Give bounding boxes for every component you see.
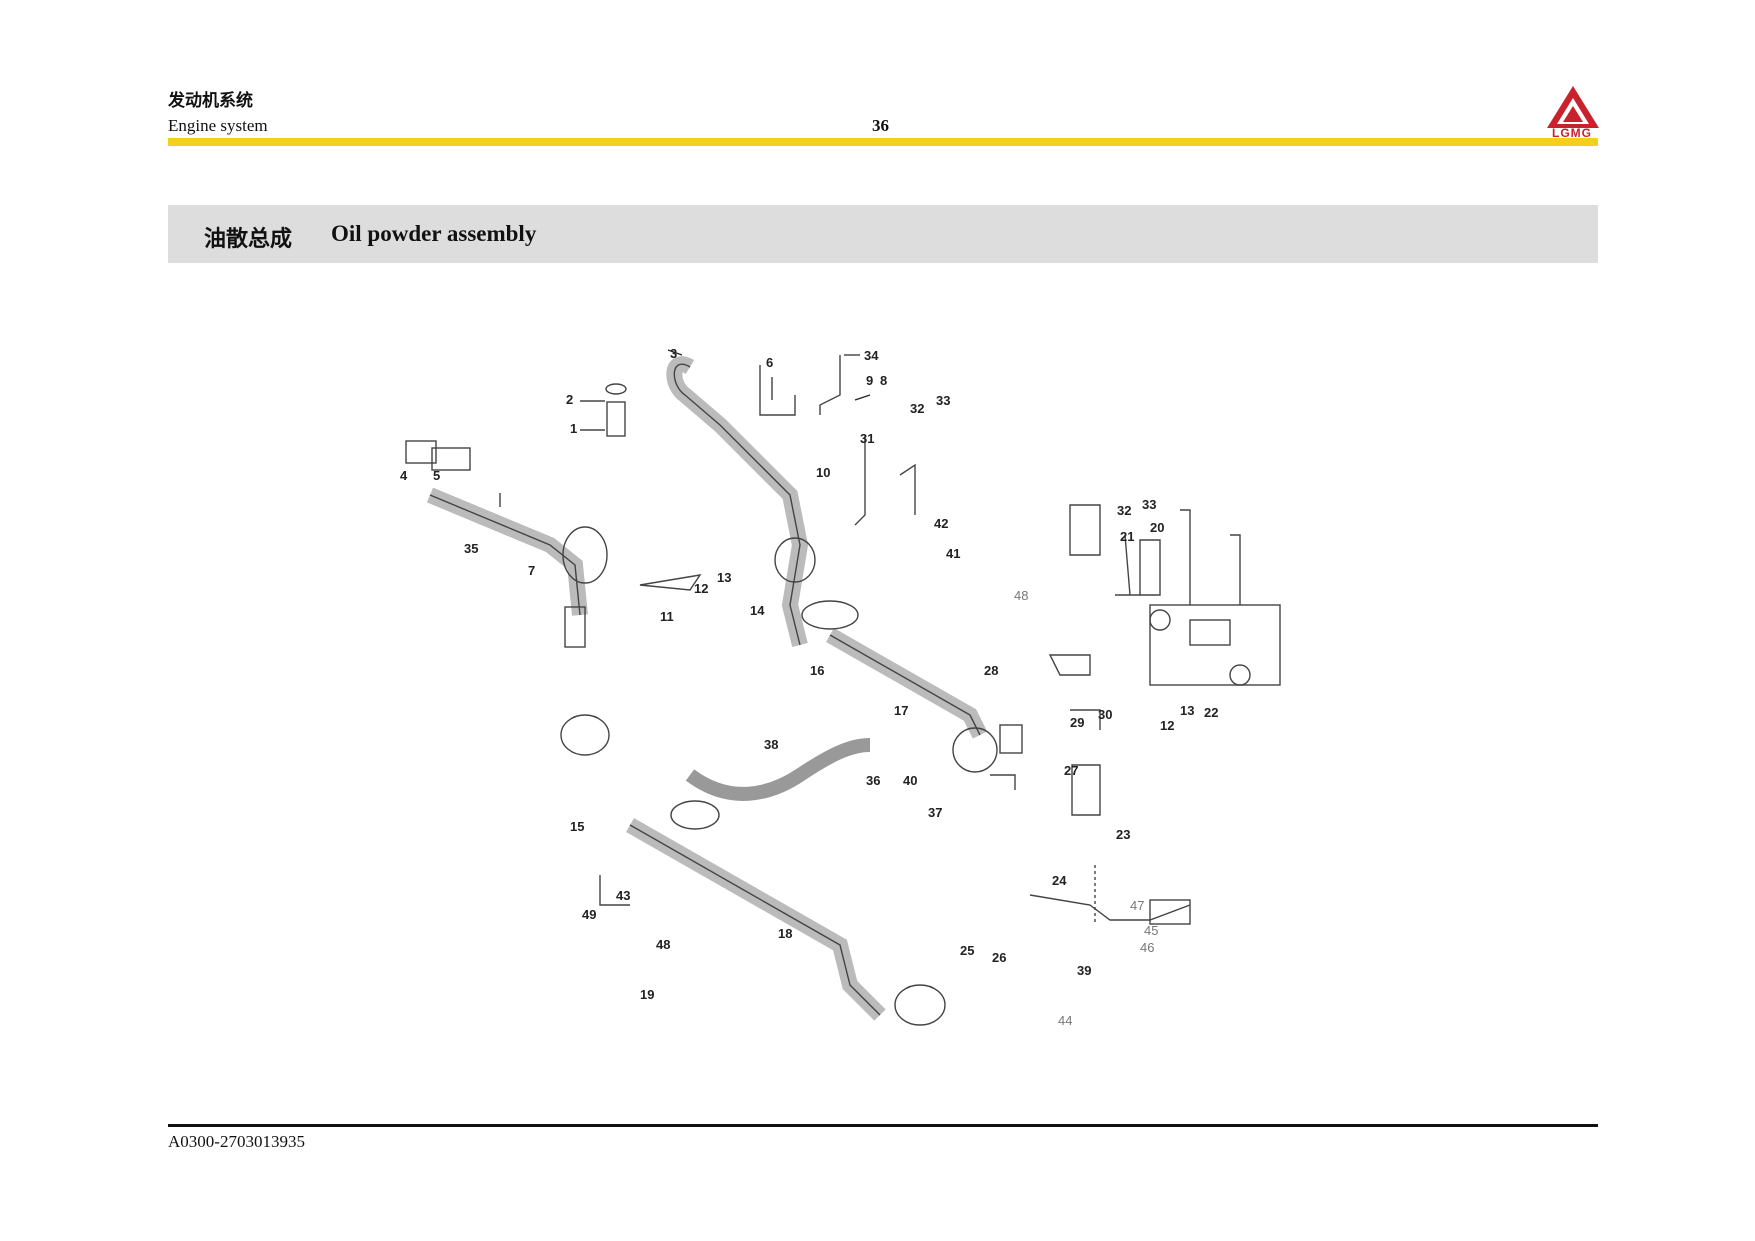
header-section-cn: 发动机系统	[168, 91, 253, 111]
callout-23: 23	[1116, 827, 1130, 842]
callout-39: 40	[903, 773, 917, 788]
footer-doc-code: A0300-2703013935	[168, 1132, 305, 1151]
callout-7: 7	[528, 563, 535, 578]
callout-38: 38	[764, 737, 778, 752]
callout-25: 25	[960, 943, 974, 958]
callout-35: 35	[464, 541, 478, 556]
logo-text: LGMG	[1552, 126, 1592, 140]
callout-32b: 32	[1117, 503, 1131, 518]
callout-31: 31	[860, 431, 874, 446]
callout-15: 15	[570, 819, 584, 834]
callout-18: 18	[778, 926, 792, 941]
callout-34: 34	[864, 348, 879, 363]
callout-12b: 12	[1160, 718, 1174, 733]
lgmg-logo-icon	[1547, 86, 1599, 128]
header-section-en: Engine system	[168, 116, 268, 135]
callout-13a: 13	[717, 570, 731, 585]
callout-28: 28	[984, 663, 998, 678]
callout-19: 19	[640, 987, 654, 1002]
callout-49: 49	[582, 907, 596, 922]
callout-8: 8	[880, 373, 887, 388]
callout-4: 4	[400, 468, 408, 483]
callout-10: 10	[816, 465, 830, 480]
callout-42: 42	[934, 516, 948, 531]
callout-1: 1	[570, 421, 577, 436]
callout-30: 30	[1098, 707, 1112, 722]
callout-44: 44	[1058, 1013, 1072, 1028]
callout-45: 45	[1144, 923, 1158, 938]
callout-37: 37	[928, 805, 942, 820]
callout-27: 27	[1064, 763, 1078, 778]
header-yellow-rule	[168, 138, 1598, 146]
callout-12a: 12	[694, 581, 708, 596]
callout-33a: 33	[936, 393, 950, 408]
callout-46: 46	[1140, 940, 1154, 955]
callout-2: 2	[566, 392, 573, 407]
callout-6: 6	[766, 355, 773, 370]
callout-48a: 48	[1014, 588, 1028, 603]
footer-rule	[168, 1124, 1598, 1127]
callout-39-label: 39	[1077, 963, 1091, 978]
callout-47: 47	[1130, 898, 1144, 913]
callout-41: 41	[946, 546, 960, 561]
page-title-cn: 油散总成	[204, 227, 293, 252]
callout-13b: 13	[1180, 703, 1194, 718]
title-bar	[168, 205, 1598, 263]
callout-17: 17	[894, 703, 908, 718]
callout-33b: 33	[1142, 497, 1156, 512]
callout-48b: 48	[656, 937, 670, 952]
callout-36: 36	[866, 773, 880, 788]
callout-20: 20	[1150, 520, 1164, 535]
callout-3: 3	[670, 346, 677, 361]
callout-14: 14	[750, 603, 765, 618]
parts-diagram: 1 2 3 4 5 6 7 8 9 10 11 12 12 13 13 14 1…	[400, 346, 1281, 1028]
callout-29: 29	[1070, 715, 1084, 730]
callout-16: 16	[810, 663, 824, 678]
callout-11: 11	[660, 609, 674, 624]
callout-43: 43	[616, 888, 630, 903]
page-number: 36	[872, 116, 889, 135]
callout-9: 9	[866, 373, 873, 388]
page-title-en: Oil powder assembly	[331, 221, 537, 246]
callout-5: 5	[433, 468, 440, 483]
callout-32a: 32	[910, 401, 924, 416]
callout-26: 26	[992, 950, 1006, 965]
callout-24: 24	[1052, 873, 1067, 888]
callout-22: 22	[1204, 705, 1218, 720]
callout-21: 21	[1120, 529, 1134, 544]
